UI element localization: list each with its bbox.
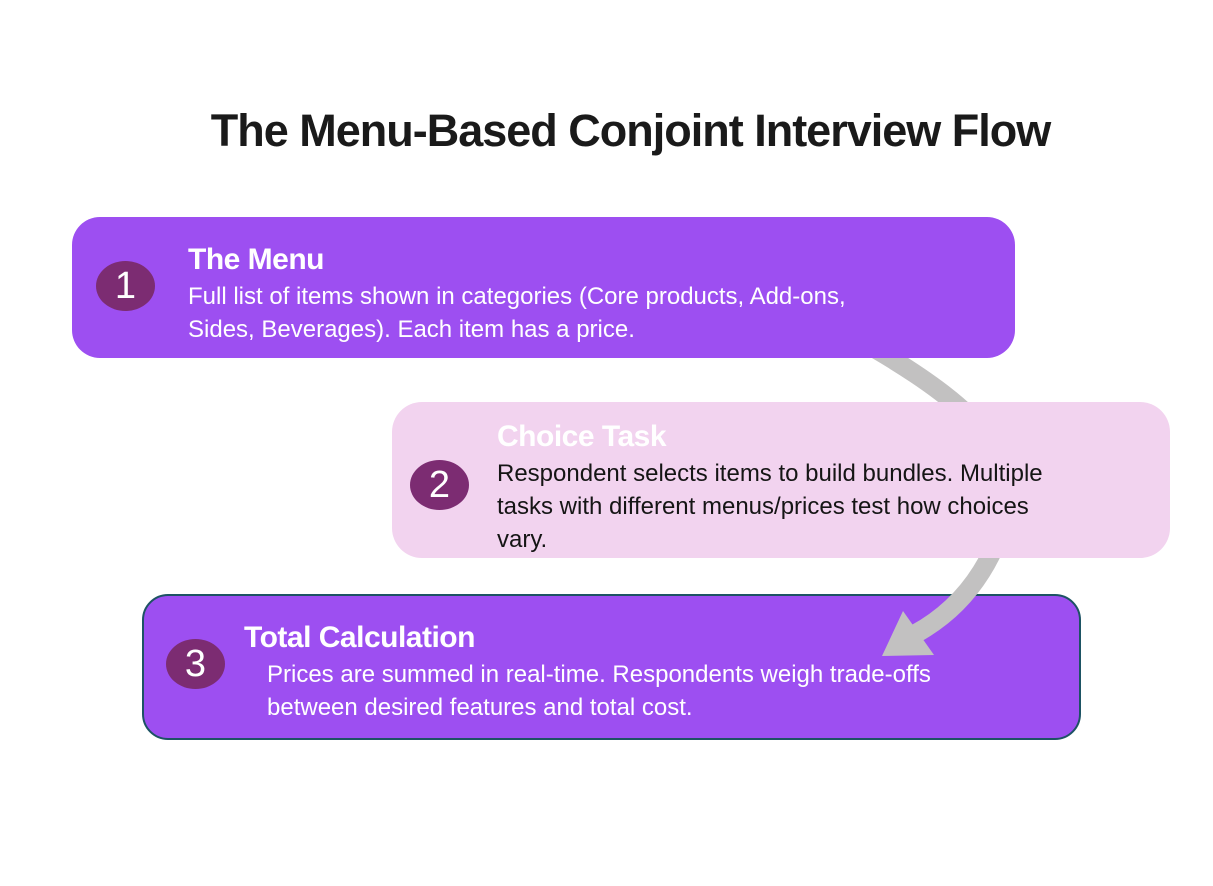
- step-description: Prices are summed in real-time. Responde…: [267, 661, 931, 721]
- step-title: The Menu: [188, 243, 325, 276]
- step-content: Total Calculation Prices are summed in r…: [244, 619, 1054, 724]
- step-number: 1: [114, 265, 137, 307]
- step-description: Respondent selects items to build bundle…: [497, 460, 1043, 553]
- step-title: Total Calculation: [244, 621, 475, 654]
- step-content: The Menu Full list of items shown in cat…: [188, 241, 998, 346]
- step-number: 2: [428, 464, 451, 506]
- step-number: 3: [184, 643, 207, 685]
- step-description: Full list of items shown in categories (…: [188, 283, 846, 343]
- step-title: Choice Task: [497, 420, 667, 453]
- step-card-total-calculation: 3 Total Calculation Prices are summed in…: [142, 594, 1081, 740]
- step-number-badge: 2: [410, 460, 469, 510]
- page-title: The Menu-Based Conjoint Interview Flow: [210, 105, 1052, 156]
- step-card-menu: 1 The Menu Full list of items shown in c…: [72, 217, 1015, 358]
- step-number-badge: 1: [96, 261, 155, 311]
- step-number-badge: 3: [166, 639, 225, 689]
- step-content: Choice Task Respondent selects items to …: [497, 418, 1147, 556]
- step-card-choice-task: 2 Choice Task Respondent selects items t…: [392, 402, 1170, 558]
